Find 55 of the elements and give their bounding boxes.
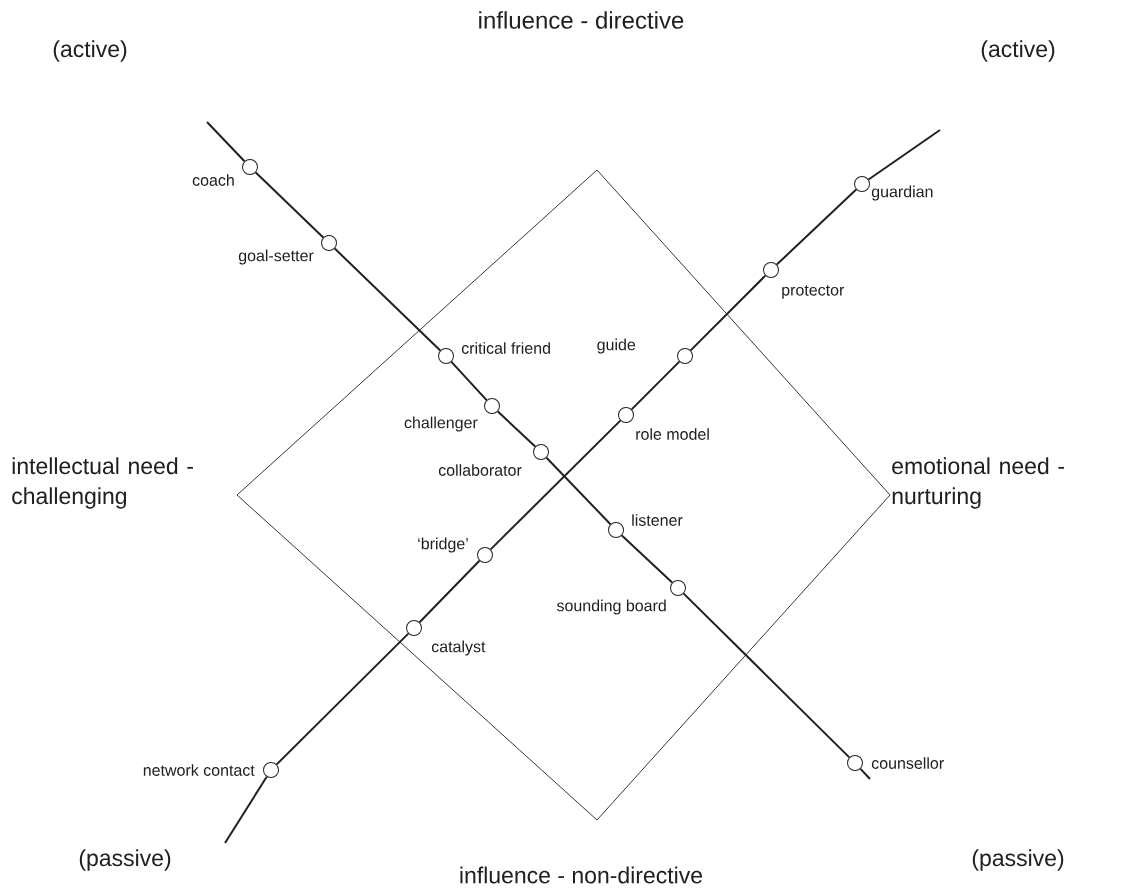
line-segment <box>775 188 858 266</box>
role-circle <box>242 159 258 175</box>
role-circle <box>670 580 686 596</box>
axis-label: intellectual need - challenging <box>12 457 193 509</box>
role-label: coach <box>192 174 234 186</box>
role-label: guardian <box>871 185 933 201</box>
role-circle <box>477 547 493 563</box>
role-label: guide <box>597 338 636 354</box>
line-segment <box>333 247 442 352</box>
pole-label: (active) <box>53 40 127 62</box>
role-label: ‘bridge’ <box>418 537 468 553</box>
axis-title: influence - non-directive <box>460 866 703 884</box>
line-segment <box>489 419 622 551</box>
role-label: sounding board <box>556 599 666 615</box>
role-circle <box>438 348 454 364</box>
line-segment <box>224 775 268 844</box>
role-circle <box>533 444 549 460</box>
line-segment <box>206 121 246 163</box>
line-segment <box>450 360 488 402</box>
role-circle <box>854 176 870 192</box>
line-segment <box>620 534 674 584</box>
role-label: collaborator <box>438 464 522 476</box>
line-segment <box>682 592 851 759</box>
line-segment <box>867 129 941 181</box>
role-circle <box>321 235 337 251</box>
line-segment <box>418 559 481 624</box>
line-segment <box>689 274 767 352</box>
pole-label: (active) <box>981 40 1055 62</box>
role-circle <box>763 262 779 278</box>
role-label: challenger <box>404 416 478 432</box>
role-label: protector <box>782 285 845 299</box>
line-segment <box>545 456 612 526</box>
line-segment <box>496 410 537 448</box>
pole-label: (passive) <box>972 849 1064 871</box>
role-label: listener <box>632 514 683 526</box>
line-segment <box>275 632 410 766</box>
axis-label: emotional need - nurturing <box>892 457 1064 509</box>
role-circle <box>847 755 863 771</box>
role-circle <box>618 407 634 423</box>
role-label: catalyst <box>431 640 486 656</box>
role-circle <box>406 620 422 636</box>
role-circle <box>608 522 624 538</box>
title: influence - directive <box>479 11 684 29</box>
role-circle <box>263 762 279 778</box>
pole-label: (passive) <box>79 849 171 871</box>
role-label: network contact <box>143 764 255 776</box>
role-circle <box>677 348 693 364</box>
line-segment <box>859 767 871 780</box>
line-segment <box>630 360 681 411</box>
line-segment <box>254 171 325 239</box>
role-circle <box>484 398 500 414</box>
role-label: role model <box>636 428 709 440</box>
role-label: critical friend <box>461 342 550 354</box>
role-label: counsellor <box>871 757 944 769</box>
role-label: goal-setter <box>238 249 314 265</box>
